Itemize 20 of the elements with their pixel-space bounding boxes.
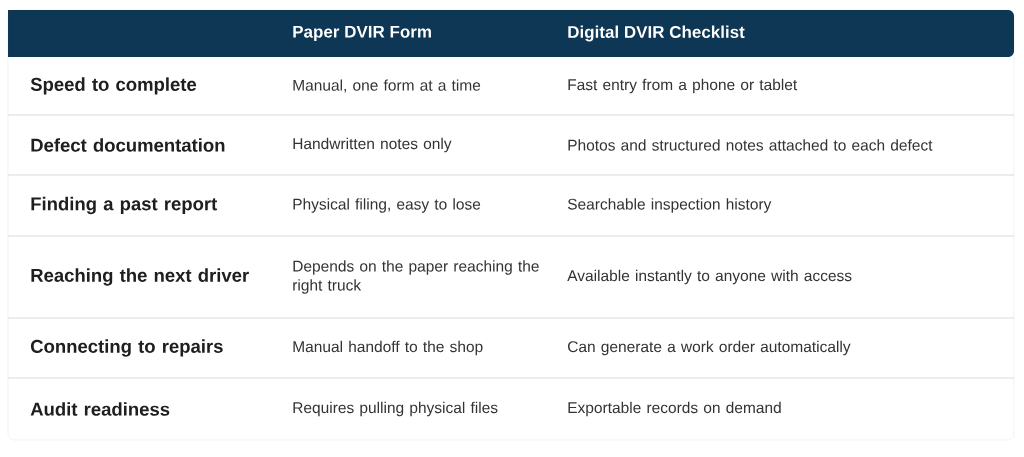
table-cell: Manual, one form at a time [293, 79, 481, 93]
table-cell: Can generate a work order automatically [568, 340, 851, 356]
row-header: Audit readiness [30, 402, 170, 416]
table-cell: Available instantly to anyone with access [567, 269, 852, 285]
row-header: Speed to complete [30, 77, 197, 95]
row-header: Defect documentation [31, 138, 225, 152]
table-cell: Handwritten notes only [293, 137, 452, 153]
table-cell: Searchable inspection history [567, 198, 772, 213]
row-header: Reaching the next driver [31, 268, 249, 286]
column-header: Digital DVIR Checklist [568, 25, 745, 42]
table-cell: Requires pulling physical files [293, 401, 498, 417]
table-cell: Manual handoff to the shop [293, 340, 483, 356]
column-header: Paper DVIR Form [293, 25, 431, 42]
table-cell: Physical filing, easy to lose [293, 198, 481, 213]
table-cell: Depends on the paper reaching the right truck [293, 260, 539, 294]
row-header: Finding a past report [31, 196, 218, 215]
table-cell: Exportable records on demand [568, 401, 781, 417]
table-cell: Photos and structured notes attached to each defect [568, 139, 933, 151]
row-header: Connecting to repairs [30, 339, 223, 357]
table-cell: Fast entry from a phone or tablet [568, 78, 798, 94]
